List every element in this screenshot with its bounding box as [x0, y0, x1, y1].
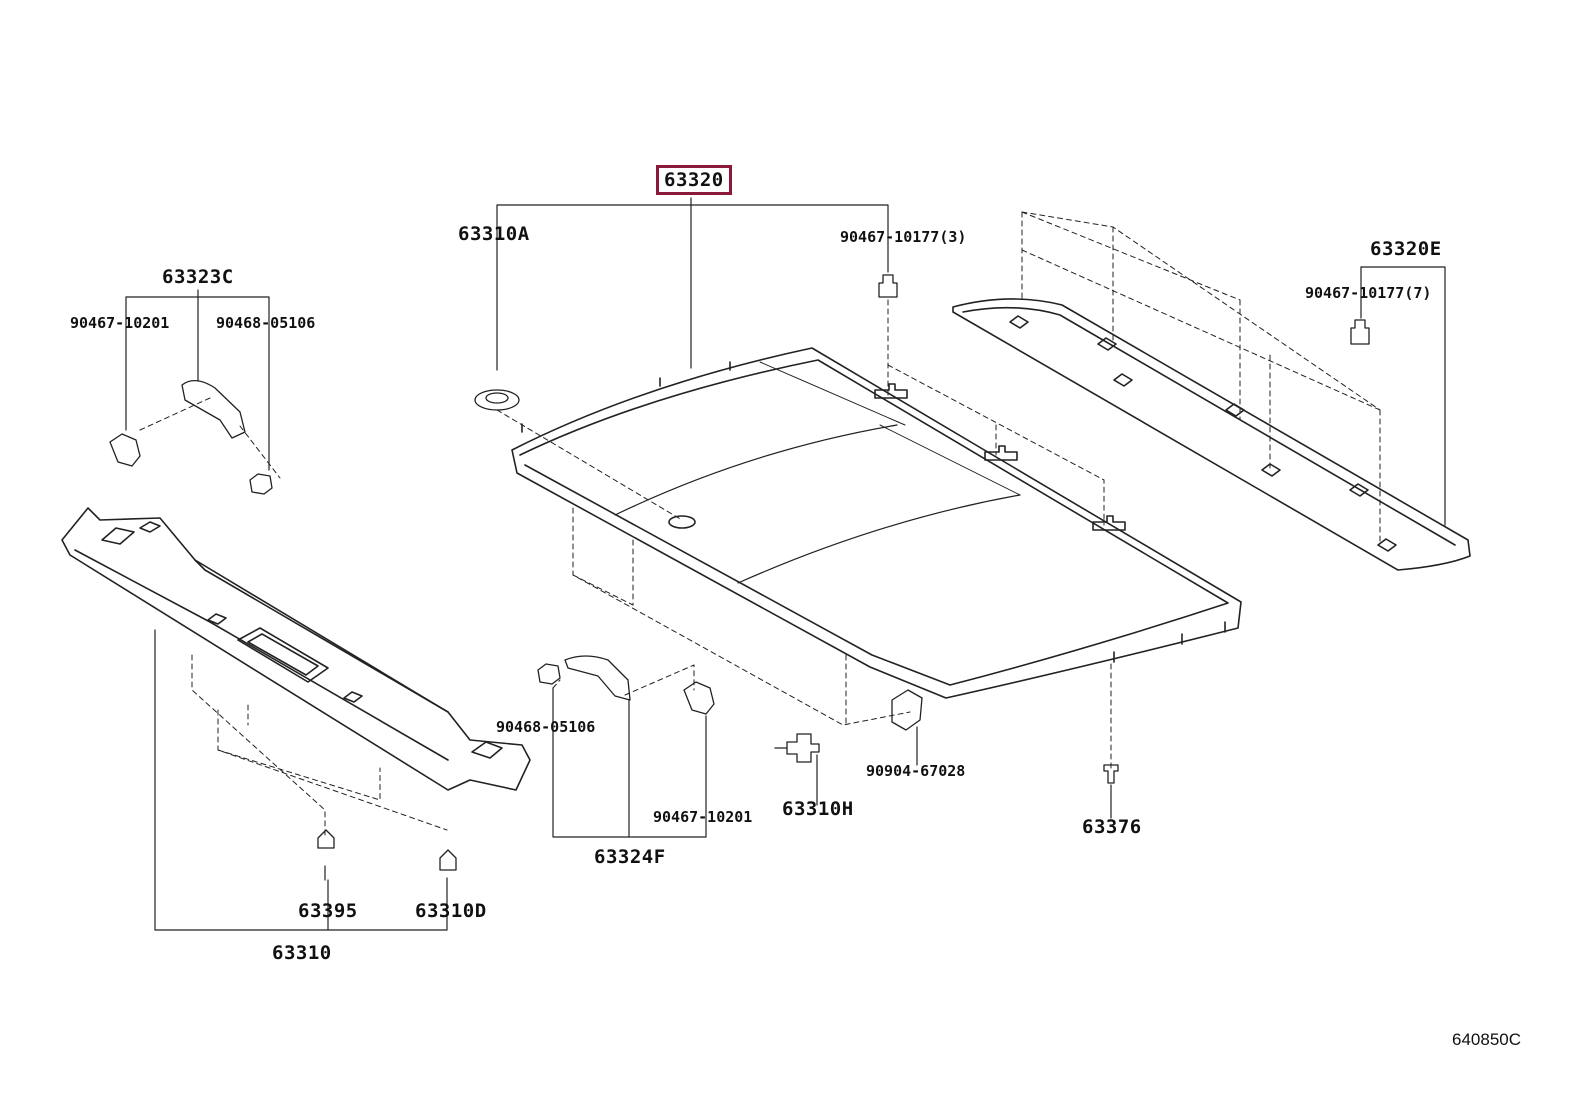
part-label-63320E[interactable]: 63320E [1370, 238, 1442, 260]
part-label-63310D[interactable]: 63310D [415, 900, 487, 922]
front-header-panel [61, 507, 531, 791]
part-label-63395[interactable]: 63395 [298, 900, 358, 922]
part-label-63310[interactable]: 63310 [272, 942, 332, 964]
part-label-63376[interactable]: 63376 [1082, 816, 1142, 838]
part-label-90467-10201-left[interactable]: 90467-10201 [70, 314, 170, 332]
part-label-90468-05106-left[interactable]: 90468-05106 [216, 314, 316, 332]
part-label-63310A[interactable]: 63310A [458, 223, 530, 245]
part-label-90904-67028[interactable]: 90904-67028 [866, 762, 966, 780]
part-label-90467-10177-7[interactable]: 90467-10177(7) [1305, 284, 1432, 302]
part-label-90468-05106-middle[interactable]: 90468-05106 [496, 718, 596, 736]
rear-roof-rail [952, 298, 1471, 571]
leader-lines [125, 197, 1446, 931]
fasteners [109, 274, 1370, 871]
part-label-63310H[interactable]: 63310H [782, 798, 854, 820]
roof-headliner [511, 347, 1242, 699]
part-label-90467-10177-3[interactable]: 90467-10177(3) [840, 228, 967, 246]
part-label-63324F[interactable]: 63324F [594, 846, 666, 868]
dashed-lines [139, 211, 1381, 836]
part-label-63320[interactable]: 63320 [656, 165, 732, 195]
diagram-reference-code: 640850C [1452, 1030, 1522, 1049]
part-label-63323C[interactable]: 63323C [162, 266, 234, 288]
part-label-90467-10201-middle[interactable]: 90467-10201 [653, 808, 753, 826]
